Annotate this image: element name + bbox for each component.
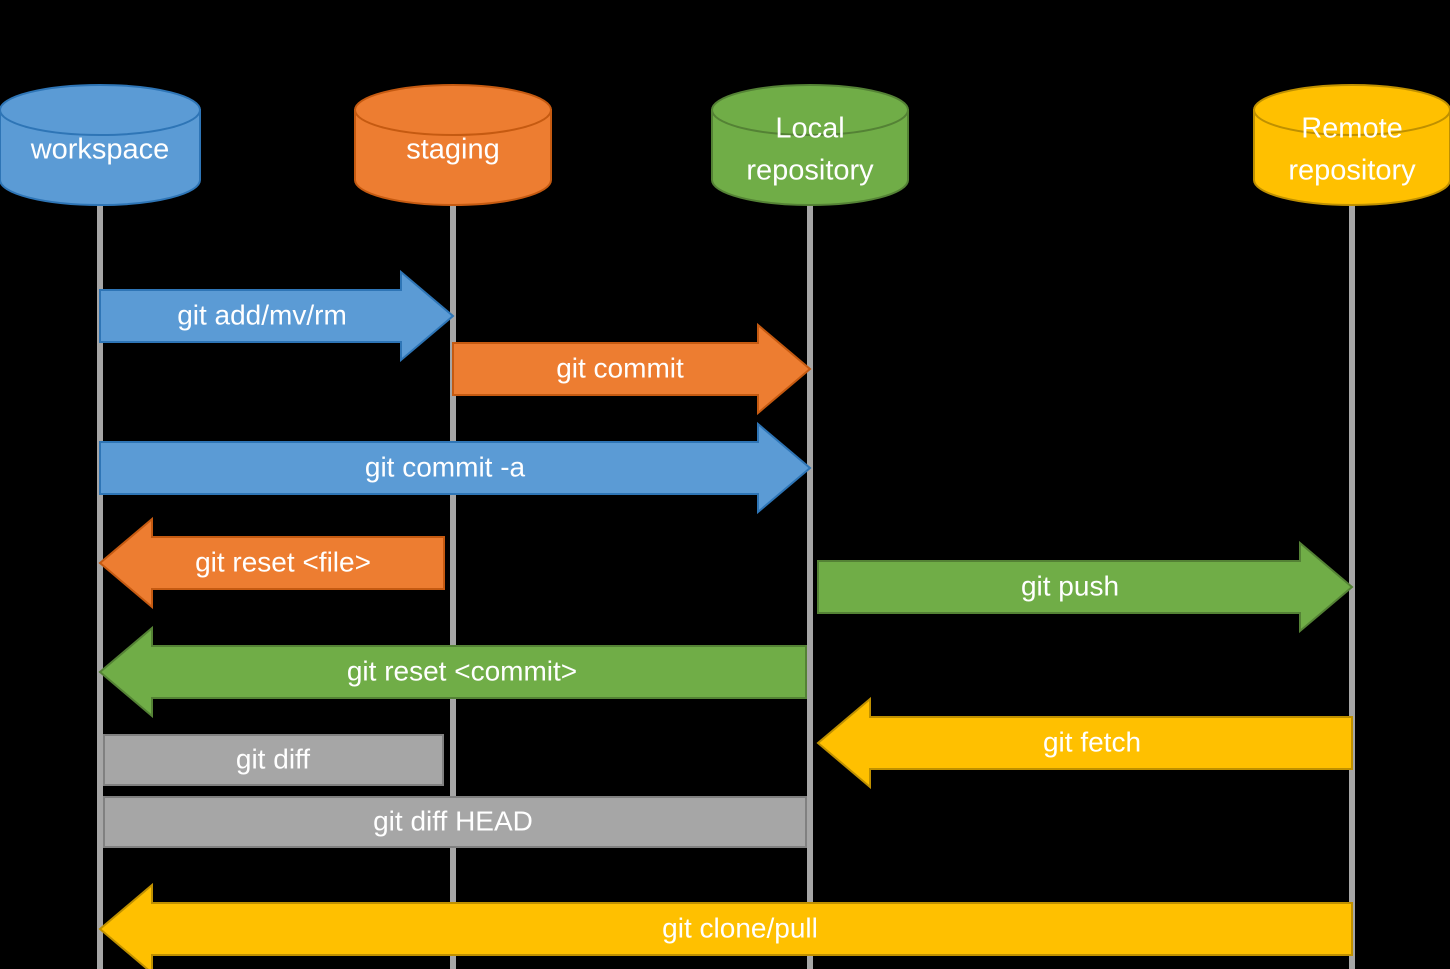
flow-label-git-add: git add/mv/rm: [177, 299, 347, 330]
node-label-local-repo: repository: [746, 155, 874, 187]
flow-git-reset-commit[interactable]: git reset <commit>: [98, 625, 807, 719]
node-label-staging: staging: [406, 134, 500, 166]
node-remote-repo[interactable]: Remote repository: [1253, 84, 1450, 206]
node-label-workspace: workspace: [30, 134, 170, 166]
flow-label-git-push: git push: [1021, 570, 1119, 601]
flow-git-clone-pull[interactable]: git clone/pull: [98, 882, 1353, 969]
flow-body-git-reset-commit: [98, 625, 807, 719]
flow-git-add[interactable]: git add/mv/rm: [99, 269, 455, 363]
flow-label-git-diff: git diff: [236, 743, 310, 774]
cylinder-body-local-repo: [711, 109, 909, 206]
cylinder-top-workspace: [0, 84, 201, 136]
lifeline-workspace: [97, 199, 103, 969]
node-label-remote-repo: repository: [1288, 155, 1416, 187]
flow-git-commit[interactable]: git commit: [452, 322, 812, 416]
cylinder-body-remote-repo: [1253, 109, 1450, 206]
flow-body-git-commit: [452, 322, 812, 416]
flow-body-git-fetch: [816, 696, 1353, 790]
cylinder-top-remote-repo: [1253, 84, 1450, 136]
flows-group: git add/mv/rm git commit git commit -a git …: [98, 269, 1354, 969]
flow-git-fetch[interactable]: git fetch: [816, 696, 1353, 790]
cylinder-body-staging: [354, 109, 552, 206]
lifeline-staging: [450, 199, 456, 969]
flow-label-git-reset-file: git reset <file>: [195, 546, 371, 577]
flow-git-reset-file[interactable]: git reset <file>: [98, 516, 445, 610]
flow-label-git-diff-head: git diff HEAD: [373, 805, 533, 836]
flow-body-git-reset-file: [98, 516, 445, 610]
flow-git-commit-a[interactable]: git commit -a: [99, 421, 812, 515]
flow-body-git-commit-a: [99, 421, 812, 515]
node-staging[interactable]: staging: [354, 84, 552, 206]
flow-body-git-clone-pull: [98, 882, 1353, 969]
flow-body-git-add: [99, 269, 455, 363]
flow-body-git-diff-head: [103, 796, 807, 848]
lifelines-group: [97, 199, 1355, 969]
node-label-local-repo: Local: [775, 113, 844, 145]
flow-body-git-diff: [103, 734, 444, 786]
flow-label-git-fetch: git fetch: [1043, 726, 1141, 757]
nodes-group: workspace staging Local repository Remote rep…: [0, 84, 1450, 206]
node-label-remote-repo: Remote: [1301, 113, 1403, 145]
cylinder-body-workspace: [0, 109, 201, 206]
lifeline-local-repo: [807, 199, 813, 969]
flow-label-git-clone-pull: git clone/pull: [662, 912, 818, 943]
flow-git-diff[interactable]: git diff: [103, 734, 444, 786]
lifeline-remote-repo: [1349, 199, 1355, 969]
flow-label-git-reset-commit: git reset <commit>: [347, 655, 577, 686]
flow-label-git-commit: git commit: [556, 352, 684, 383]
cylinder-top-local-repo: [711, 84, 909, 136]
flow-body-git-push: [817, 540, 1354, 634]
flow-git-diff-head[interactable]: git diff HEAD: [103, 796, 807, 848]
flow-label-git-commit-a: git commit -a: [365, 451, 526, 482]
node-workspace[interactable]: workspace: [0, 84, 201, 206]
node-local-repo[interactable]: Local repository: [711, 84, 909, 206]
cylinder-top-staging: [354, 84, 552, 136]
flow-git-push[interactable]: git push: [817, 540, 1354, 634]
